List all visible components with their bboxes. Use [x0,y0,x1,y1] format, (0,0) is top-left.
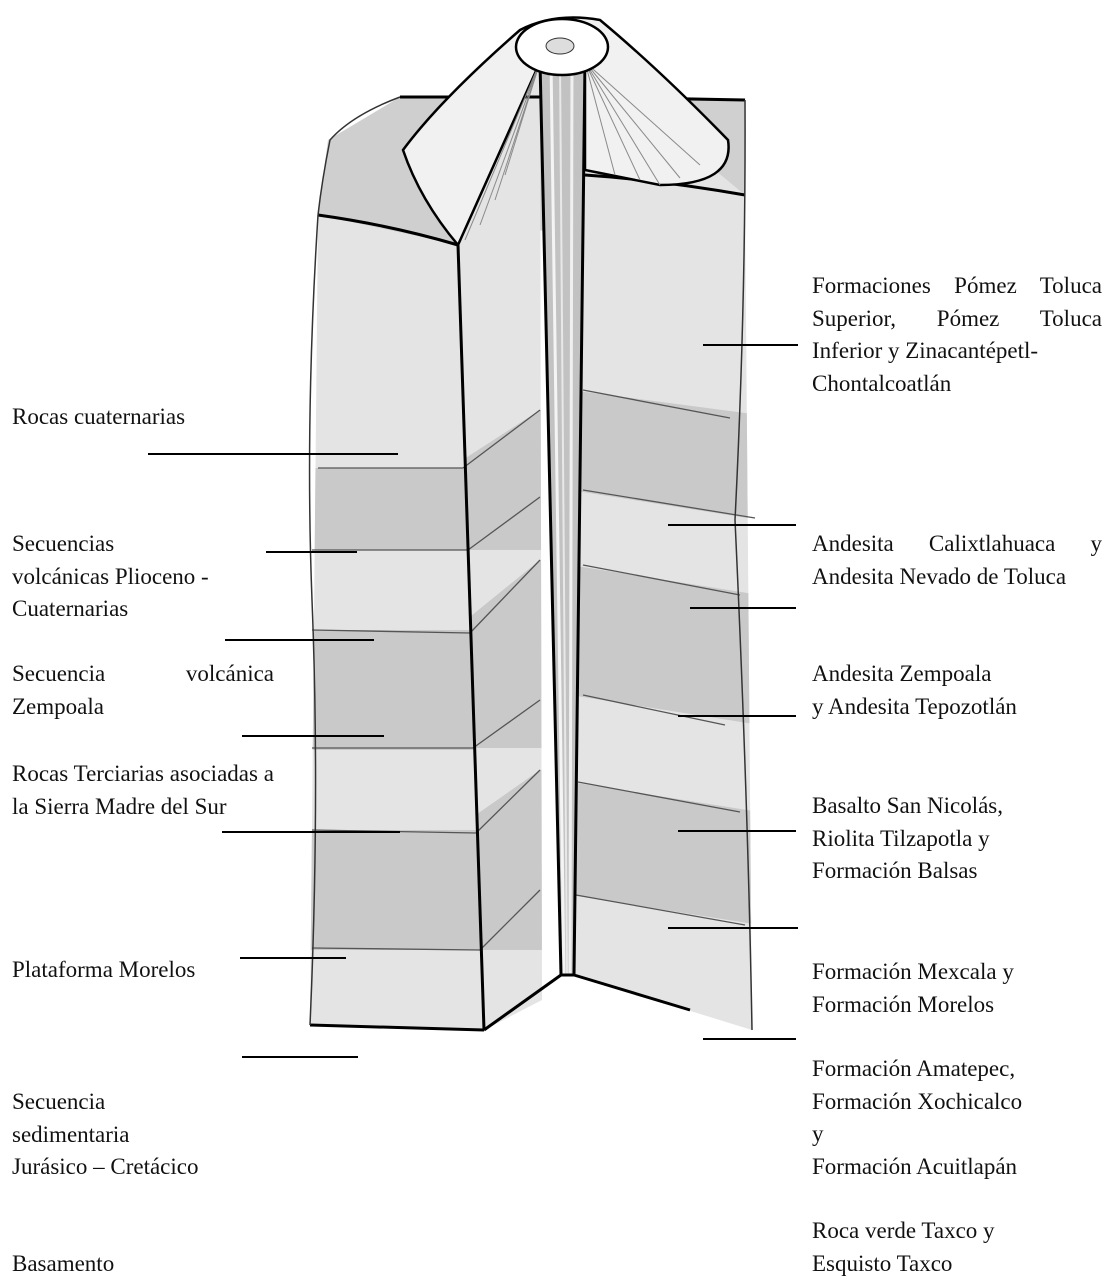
label-rocas-terciarias: Rocas Terciarias asociadas a la Sierra M… [12,758,274,823]
label-secuencias-volcanicas-plioceno: Secuencias volcánicas Plioceno - Cuatern… [12,528,274,626]
label-rocas-cuaternarias: Rocas cuaternarias [12,401,274,434]
label-basalto-san-nicolas: Basalto San Nicolás, Riolita Tilzapotla … [812,790,1102,888]
label-formacion-amatepec: Formación Amatepec, Formación Xochicalco… [812,1053,1102,1183]
label-secuencia-sedimentaria: Secuencia sedimentaria Jurásico – Cretác… [12,1086,274,1184]
label-formacion-mexcala: Formación Mexcala y Formación Morelos [812,956,1102,1021]
right-face [570,60,760,1050]
label-andesita-calixtlahuaca: Andesita Calixtlahuaca y Andesita Nevado… [812,528,1102,593]
label-roca-verde-taxco: Roca verde Taxco y Esquisto Taxco [812,1215,1102,1280]
label-plataforma-morelos: Plataforma Morelos [12,954,274,987]
label-secuencia-volcanica-zempoala: Secuencia volcánica Zempoala [12,658,274,723]
label-formaciones-pomez-toluca: Formaciones Pómez Toluca Superior, Pómez… [812,270,1102,400]
label-basamento: Basamento [12,1248,274,1281]
label-andesita-zempoala: Andesita Zempoala y Andesita Tepozotlán [812,658,1102,723]
